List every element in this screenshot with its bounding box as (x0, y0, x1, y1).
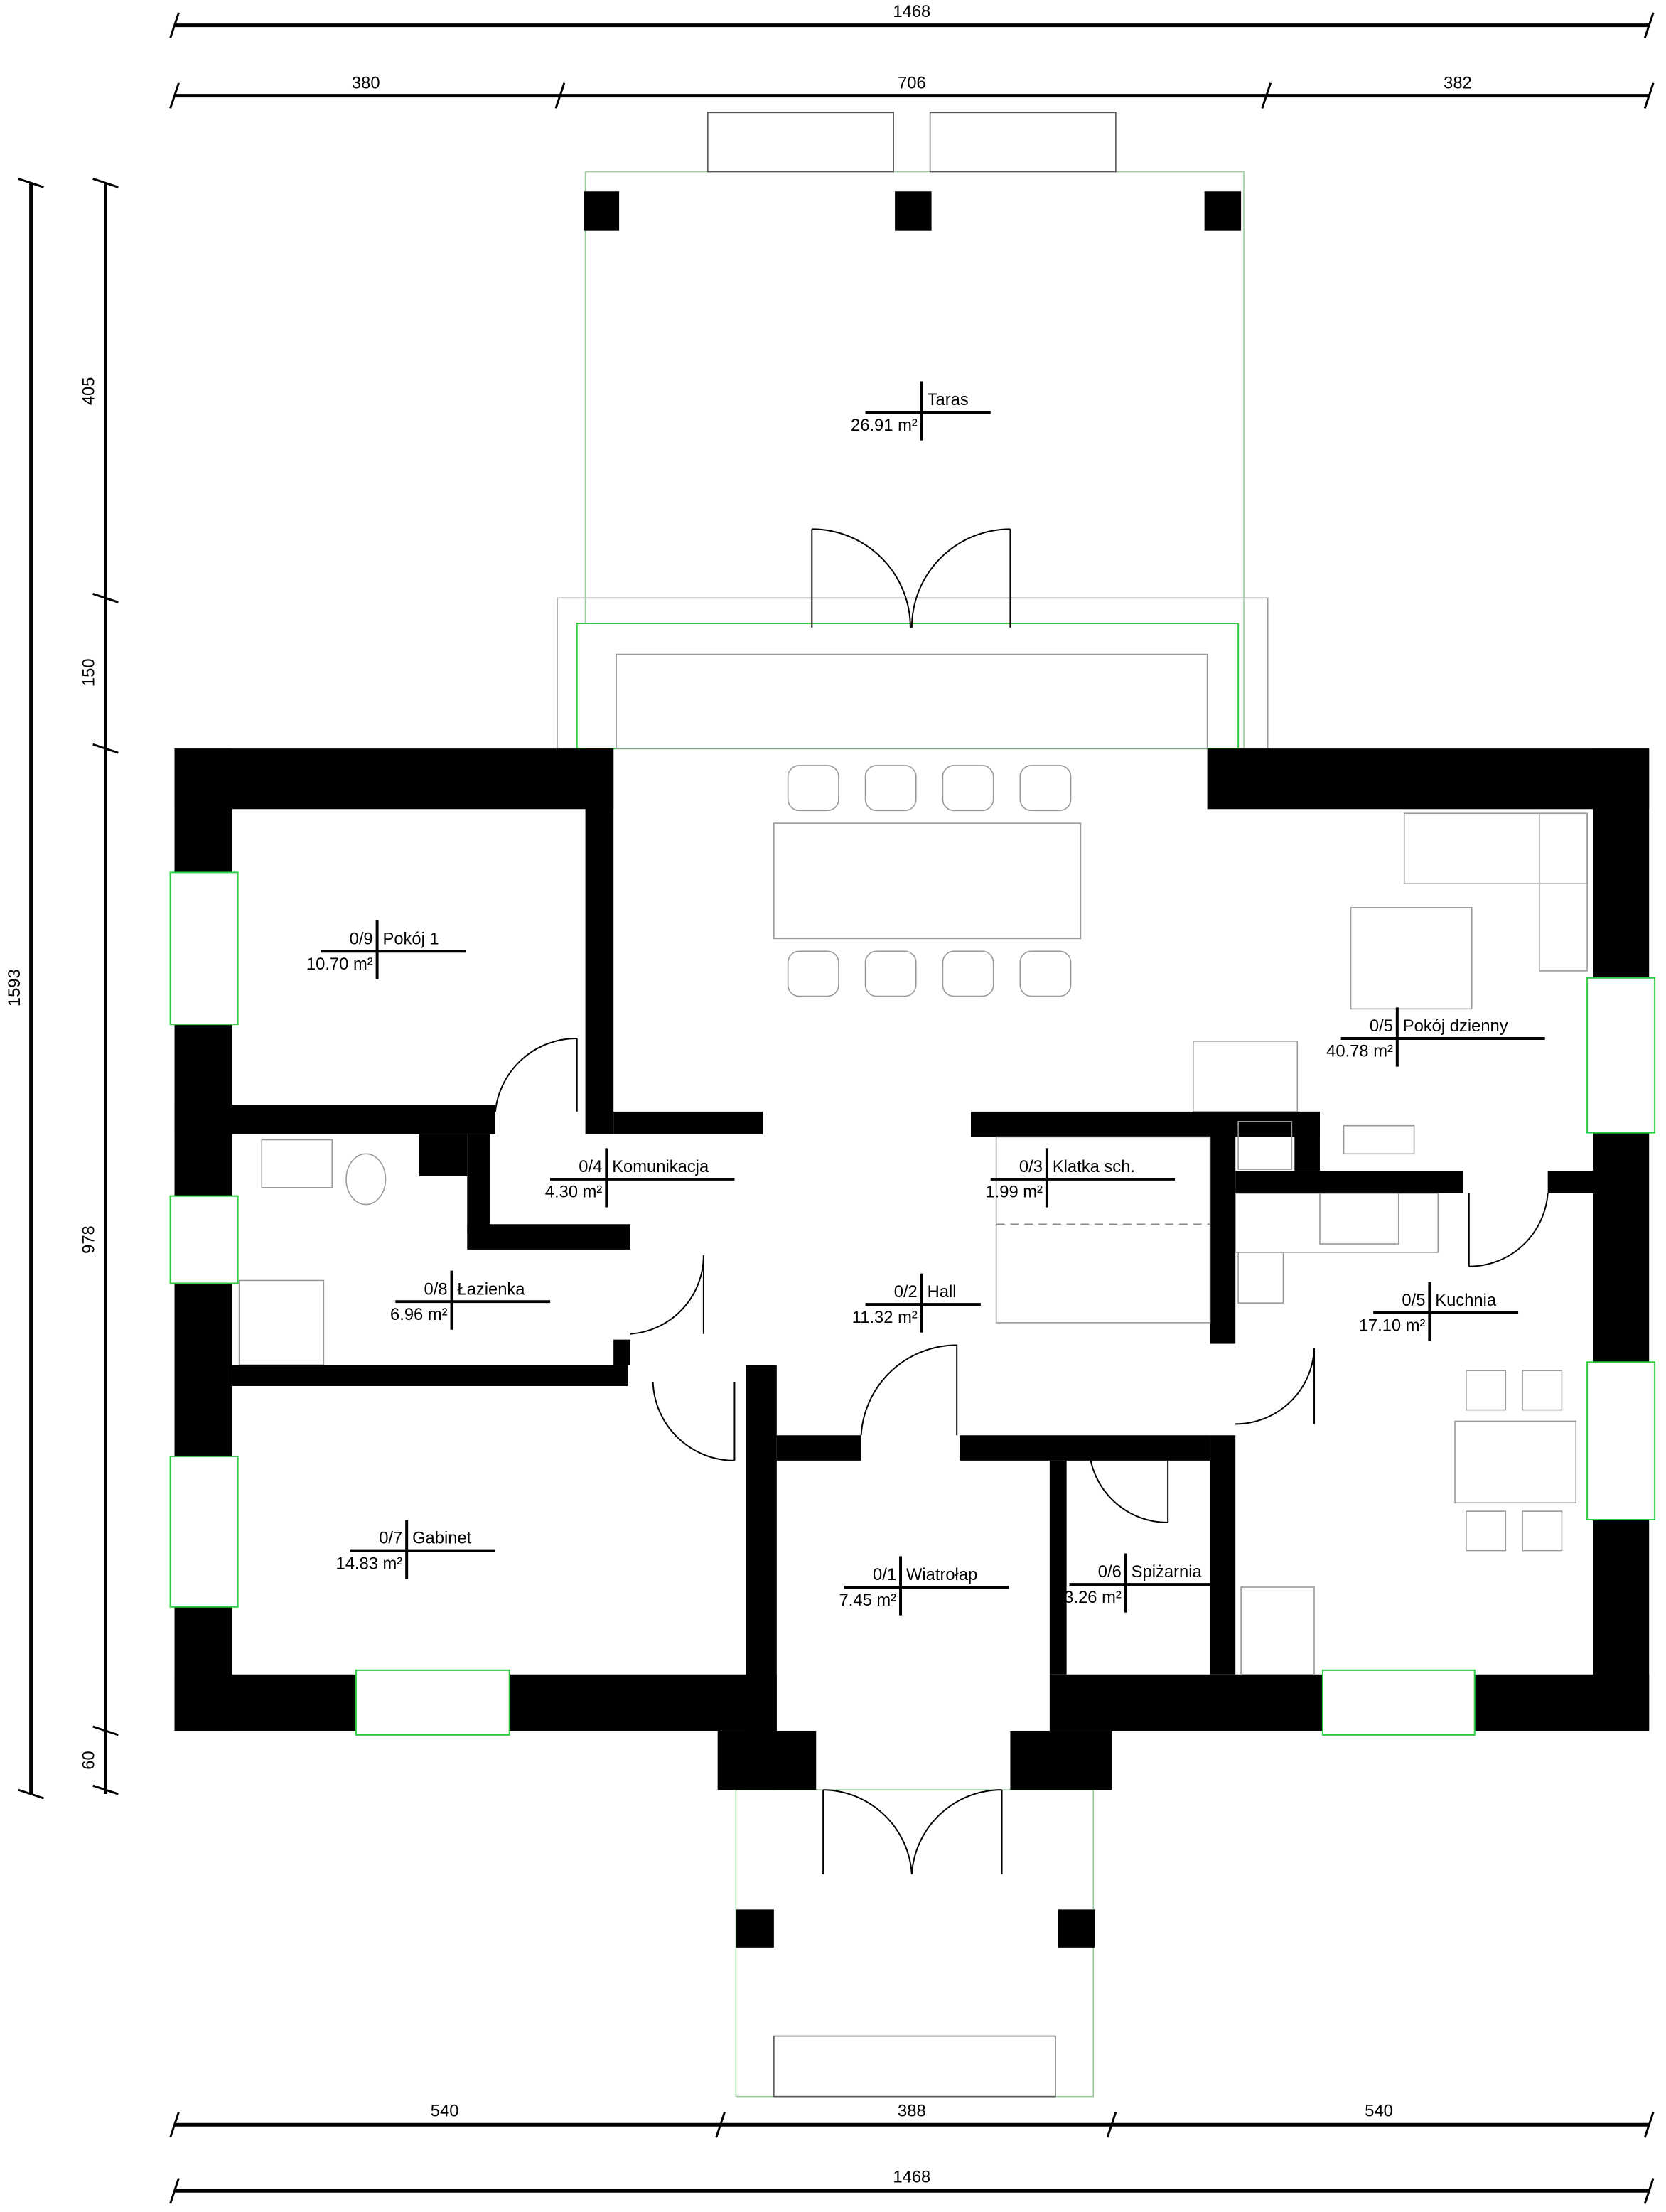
dim-label: 60 (80, 1751, 99, 1769)
room-label-7: 0/5 Kuchnia 17.10 m² (1359, 1282, 1519, 1341)
room-name: Pokój 1 (383, 929, 439, 948)
room-name: Hall (928, 1282, 957, 1301)
room-area: 4.30 m² (545, 1183, 603, 1202)
dim-label: 380 (352, 74, 380, 93)
dimension-tick (1643, 2178, 1655, 2204)
doors (494, 1037, 1549, 1523)
room-label-6: 0/2 Hall 11.32 m² (852, 1273, 981, 1333)
dimension-tick (715, 2111, 726, 2138)
dimension-left-total: 1593 (5, 183, 33, 1795)
dimension-ticks (18, 12, 1655, 2204)
windows (169, 871, 1656, 1736)
room-area: 17.10 m² (1359, 1316, 1426, 1336)
room-name: Wiatrołap (906, 1565, 977, 1584)
room-name: Taras (928, 390, 969, 409)
room-label-2: 0/5 Pokój dzienny 40.78 m² (1326, 1007, 1545, 1067)
room-area: 40.78 m² (1326, 1042, 1393, 1061)
room-name: Klatka sch. (1053, 1157, 1135, 1176)
room-name: Komunikacja (612, 1157, 709, 1176)
dimension-tick (169, 2178, 180, 2204)
room-name: Kuchnia (1435, 1291, 1497, 1310)
dimension-left-segments: 405 150 978 60 (80, 183, 107, 1795)
room-number: 0/7 (379, 1529, 402, 1548)
room-area: 1.99 m² (985, 1183, 1043, 1202)
dimension-tick (1106, 2111, 1117, 2138)
dimension-top-total: 1468 (174, 2, 1650, 28)
dimension-tick (169, 2111, 180, 2138)
walls (174, 748, 1650, 1790)
room-label-5: 0/8 Łazienka 6.96 m² (390, 1270, 551, 1330)
room-label-4: 0/3 Klatka sch. 1.99 m² (985, 1148, 1176, 1208)
room-number: 0/6 (1098, 1562, 1122, 1582)
dim-label: 388 (898, 2101, 926, 2120)
dim-label: 382 (1444, 74, 1472, 93)
dim-label: 540 (431, 2101, 459, 2120)
room-area: 3.26 m² (1064, 1588, 1122, 1607)
room-area: 26.91 m² (851, 416, 918, 435)
dim-label: 1468 (893, 2, 930, 21)
furniture (238, 765, 1588, 1675)
room-name: Spiżarnia (1132, 1562, 1203, 1582)
room-number: 0/3 (1019, 1157, 1043, 1176)
room-label-3: 0/4 Komunikacja 4.30 m² (545, 1148, 735, 1208)
dim-label: 1468 (893, 2167, 930, 2186)
terrace (557, 112, 1269, 750)
dimension-tick (169, 82, 180, 109)
room-name: Gabinet (412, 1529, 472, 1548)
room-number: 0/1 (873, 1565, 896, 1584)
dimension-tick (18, 1788, 44, 1800)
dimension-bottom-total: 1468 (174, 2167, 1650, 2193)
room-number: 0/9 (350, 929, 373, 948)
room-area: 14.83 m² (335, 1554, 402, 1573)
dimension-tick (92, 178, 119, 188)
dim-label: 978 (80, 1225, 99, 1254)
entrance-porch (735, 1789, 1095, 2098)
dimension-tick (18, 178, 44, 188)
room-label-1: 0/9 Pokój 1 10.70 m² (306, 920, 466, 979)
room-number: 0/2 (894, 1282, 918, 1301)
room-area: 10.70 m² (306, 955, 373, 974)
dim-label: 540 (1365, 2101, 1393, 2120)
dimension-tick (92, 743, 119, 754)
room-number: 0/8 (424, 1279, 448, 1299)
dimension-tick (1643, 12, 1655, 38)
room-number: 0/5 (1402, 1291, 1425, 1310)
dimension-bottom-segments: 540 388 540 (174, 2101, 1650, 2127)
dim-label: 706 (898, 74, 926, 93)
room-label-0: Taras 26.91 m² (851, 381, 991, 441)
room-name: Łazienka (457, 1279, 525, 1299)
room-labels: Taras 26.91 m² 0/9 Pokój 1 10.70 m² 0/5 Pokój … (306, 381, 1545, 1616)
dimension-tick (169, 12, 180, 38)
room-area: 11.32 m² (852, 1308, 918, 1327)
room-name: Pokój dzienny (1403, 1016, 1508, 1036)
dimension-tick (1261, 82, 1272, 109)
room-label-9: 0/1 Wiatrołap 7.45 m² (839, 1556, 1009, 1616)
dimension-tick (92, 593, 119, 603)
dimension-tick (92, 1784, 119, 1795)
dimension-tick (92, 1725, 119, 1736)
room-number: 0/4 (579, 1157, 602, 1176)
dimension-top-segments: 380 706 382 (174, 74, 1650, 98)
dimension-tick (554, 82, 566, 109)
room-label-8: 0/7 Gabinet 14.83 m² (335, 1520, 495, 1579)
room-area: 7.45 m² (839, 1591, 897, 1610)
dimension-tick (1643, 82, 1655, 109)
room-area: 6.96 m² (390, 1305, 448, 1324)
dim-label: 405 (80, 377, 99, 406)
dimension-tick (1643, 2111, 1655, 2138)
dim-label: 150 (80, 658, 99, 687)
dim-label: 1593 (5, 969, 24, 1006)
room-number: 0/5 (1370, 1016, 1393, 1036)
room-label-10: 0/6 Spiżarnia 3.26 m² (1064, 1553, 1235, 1613)
